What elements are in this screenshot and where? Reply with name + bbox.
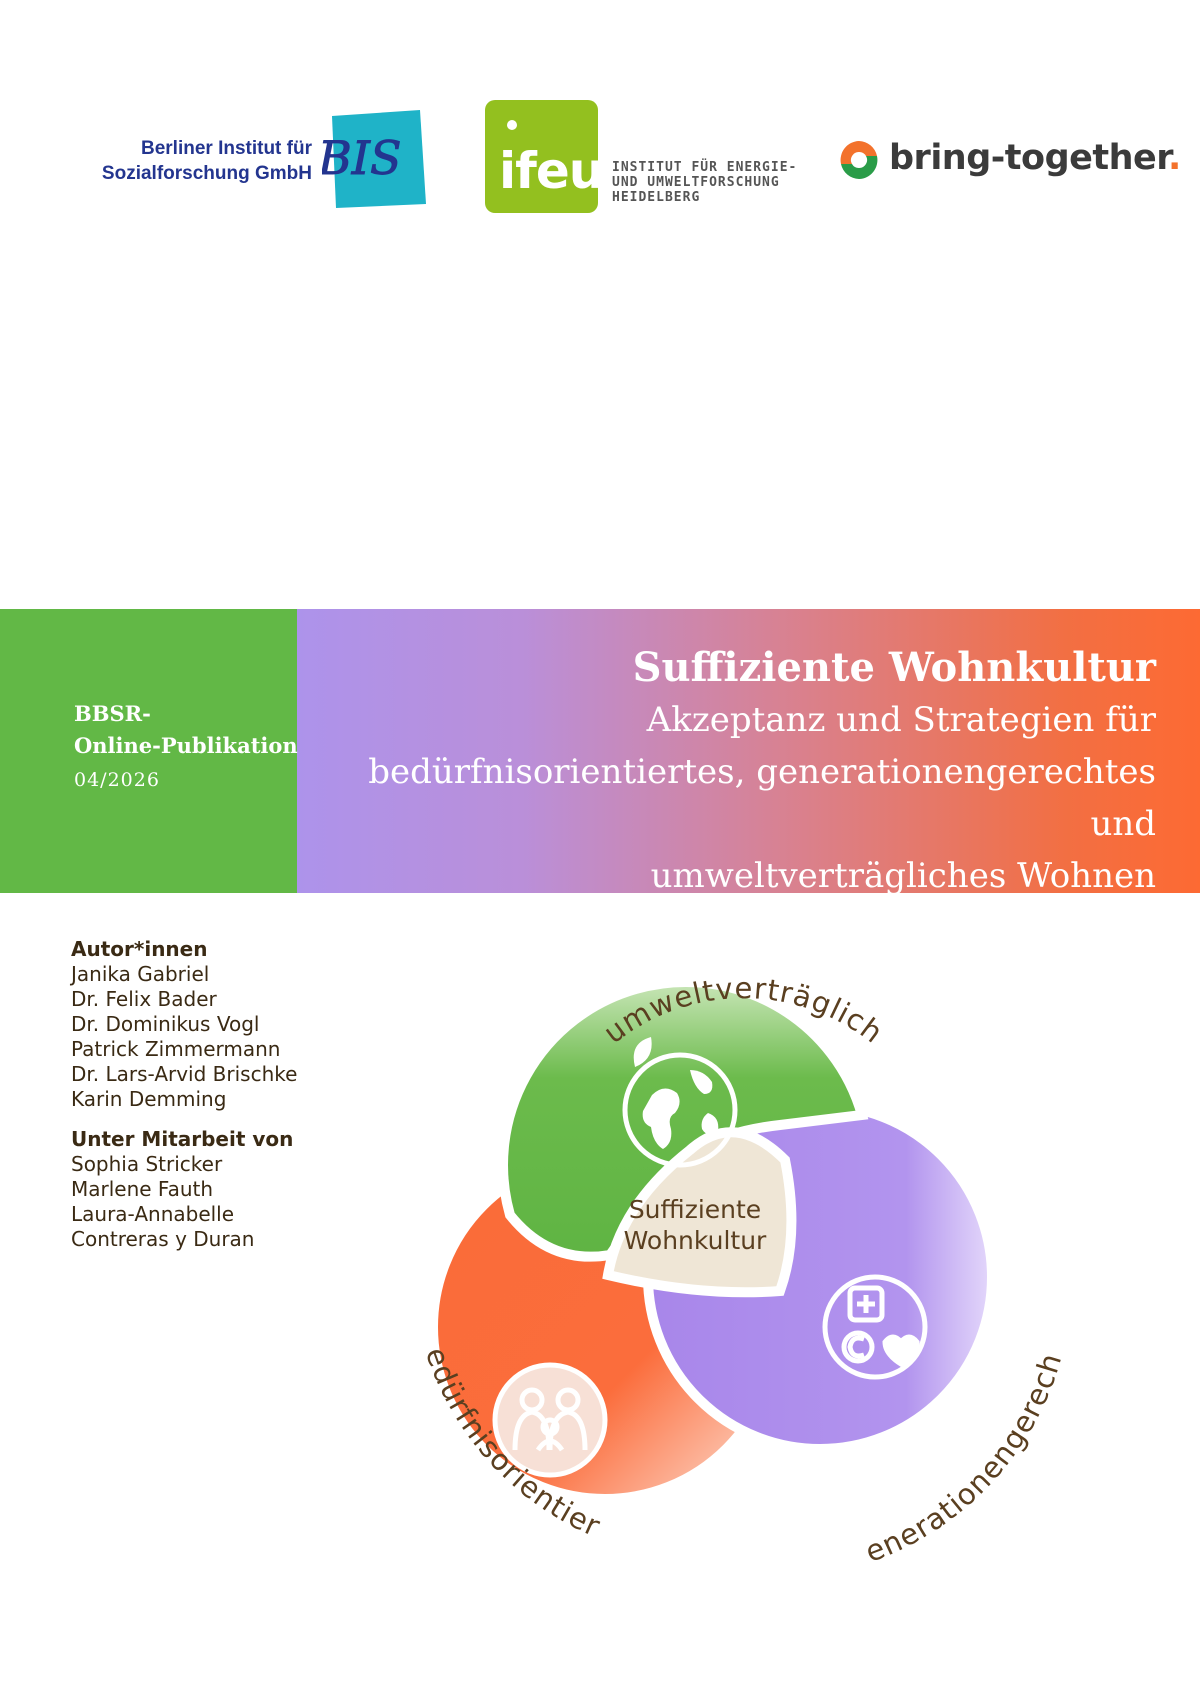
main-title: Suffiziente Wohnkultur (632, 644, 1156, 691)
bis-logo-letters: BIS (322, 131, 402, 185)
author-name: Dr. Felix Bader (71, 987, 217, 1011)
ifeu-caption: INSTITUT FÜR ENERGIE- UND UMWELTFORSCHUN… (612, 160, 797, 205)
bring-together-logo-icon (840, 141, 878, 179)
collaborator-name: Sophia Stricker (71, 1152, 223, 1176)
title-block: Suffiziente Wohnkultur Akzeptanz und Str… (296, 642, 1156, 902)
author-name: Janika Gabriel (71, 962, 210, 986)
series-line2: Online-Publikation (74, 733, 298, 758)
health-euro-heart-icon (822, 1274, 928, 1380)
ifeu-caption-line2: UND UMWELTFORSCHUNG (612, 175, 780, 190)
collaborator-name: Laura-Annabelle (71, 1202, 235, 1226)
globe-leaf-icon (622, 1037, 738, 1168)
bis-logo-mark: BIS (322, 110, 426, 208)
collaborators-heading: Unter Mitarbeit von (71, 1127, 294, 1151)
bis-name-line2: Sozialforschung GmbH (101, 163, 312, 184)
subtitle-line-2: bedürfnisorientiertes, generationengerec… (368, 752, 1156, 844)
center-label-line1: Suffiziente (629, 1195, 761, 1224)
ifeu-logo-word: ifeu (499, 142, 604, 200)
collaborator-name: Marlene Fauth (71, 1177, 214, 1201)
bring-together-dot: . (1168, 138, 1181, 178)
collaborator-name: Contreras y Duran (71, 1227, 255, 1251)
author-name: Dr. Dominikus Vogl (71, 1012, 260, 1036)
series-number: 04/2026 (74, 769, 160, 791)
author-name: Dr. Lars-Arvid Brischke (71, 1062, 298, 1086)
ifeu-caption-line1: INSTITUT FÜR ENERGIE- (612, 160, 798, 175)
title-panel (297, 609, 1200, 893)
subtitle-line-3: umweltverträgliches Wohnen (650, 856, 1156, 896)
bis-name-line1: Berliner Institut für (140, 138, 312, 159)
series-label: BBSR- Online-Publikation 04/2026 (74, 698, 298, 796)
authors-list: Autor*innen Janika Gabriel Dr. Felix Bad… (71, 937, 297, 1252)
subtitle-line-1: Akzeptanz und Strategien für (646, 700, 1156, 740)
author-name: Patrick Zimmermann (71, 1037, 281, 1061)
ifeu-logo: ifeu (485, 100, 604, 213)
ifeu-caption-line3: HEIDELBERG (612, 190, 701, 205)
center-label-line2: Wohnkultur (624, 1226, 767, 1255)
series-panel (0, 609, 297, 893)
bring-together-logo-word: bring-together. (889, 138, 1181, 178)
center-shape (602, 1127, 797, 1298)
bring-together-word: bring-together (889, 138, 1169, 178)
sufficiency-diagram: Suffiziente Wohnkultur umweltverträglich… (390, 935, 1067, 1569)
authors-heading: Autor*innen (71, 937, 208, 961)
bis-logo-text: Berliner Institut für Sozialforschung Gm… (72, 136, 312, 186)
author-name: Karin Demming (71, 1087, 227, 1111)
family-heart-icon (492, 1362, 608, 1478)
series-line1: BBSR- (74, 701, 151, 726)
